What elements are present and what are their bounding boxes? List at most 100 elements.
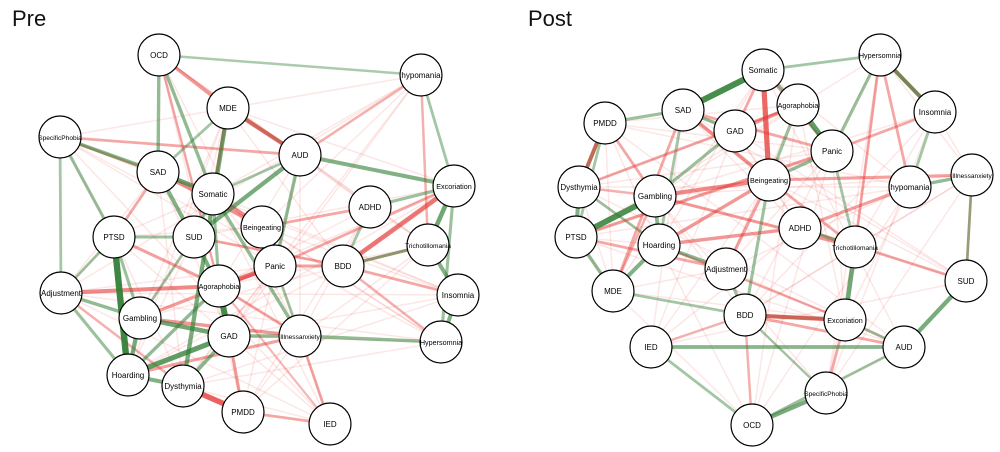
edge-weak bbox=[193, 185, 455, 238]
node-circle bbox=[554, 215, 598, 259]
node-label: GAD bbox=[220, 332, 238, 341]
edge-SAD-Hoarding bbox=[657, 108, 685, 247]
edge-weak bbox=[604, 122, 614, 292]
edge-weak bbox=[725, 150, 833, 270]
node-circle bbox=[118, 296, 162, 340]
edge-Hoarding-Illnessanxiety bbox=[126, 334, 302, 377]
node-Adjustment: Adjustment bbox=[704, 247, 748, 291]
node-circle bbox=[747, 158, 791, 202]
edge-weak bbox=[139, 107, 229, 319]
node-label: Agoraphobia bbox=[778, 101, 819, 110]
edge-weak bbox=[682, 109, 801, 229]
edge-weak bbox=[575, 150, 833, 238]
node-label: Adjustment bbox=[706, 265, 747, 274]
node-Illnessanxiety: Illnessanxiety bbox=[278, 314, 322, 358]
edge-weak bbox=[854, 54, 881, 248]
node-Excoriation: Excoriation bbox=[823, 298, 867, 342]
node-Excoriation: Excoriation bbox=[432, 164, 476, 208]
node-Insomnia: Insomnia bbox=[913, 90, 957, 134]
edge-Hypersomnia-hypomania bbox=[878, 53, 912, 189]
edge-weak bbox=[242, 206, 371, 413]
edge-SpecificPhobia-AUD bbox=[58, 135, 302, 157]
node-circle bbox=[629, 325, 673, 369]
node-circle bbox=[161, 364, 205, 408]
edge-weak bbox=[182, 341, 442, 387]
node-SpecificPhobia: SpecificPhobia bbox=[804, 371, 848, 415]
edge-weak bbox=[60, 292, 459, 296]
node-label: GAD bbox=[726, 127, 744, 136]
node-circle bbox=[253, 244, 297, 288]
node-label: SAD bbox=[675, 106, 692, 115]
node-GAD: GAD bbox=[207, 314, 251, 358]
node-circle bbox=[436, 273, 480, 317]
node-label: Somatic bbox=[749, 66, 778, 75]
node-Insomnia: Insomnia bbox=[436, 273, 480, 317]
node-Dysthymia: Dysthymia bbox=[161, 364, 205, 408]
node-circle bbox=[704, 247, 748, 291]
node-label: Beingeating bbox=[750, 176, 788, 185]
node-circle bbox=[39, 271, 83, 315]
edge-Adjustment-Agoraphobia bbox=[59, 284, 221, 295]
edge-ADHD-SUD bbox=[798, 226, 968, 283]
edge-Excoriation-Hypersomnia bbox=[439, 184, 456, 344]
node-circle bbox=[172, 215, 216, 259]
node-circle bbox=[637, 223, 681, 267]
edge-weak bbox=[578, 150, 833, 188]
edge-AUD-SUD bbox=[191, 152, 303, 240]
node-label: IED bbox=[323, 420, 337, 429]
edge-weak bbox=[654, 111, 936, 197]
node-Hypersomnia: Hypersomnia bbox=[858, 33, 902, 77]
node-label: SUD bbox=[958, 277, 975, 286]
node-label: SAD bbox=[150, 168, 167, 177]
node-circle bbox=[136, 150, 180, 194]
node-ADHD: ADHD bbox=[778, 206, 822, 250]
edge-weak bbox=[854, 174, 973, 248]
edge-weak bbox=[299, 244, 429, 337]
node-Illnessanxiety: Illnessanxiety bbox=[950, 153, 994, 197]
node-Panic: Panic bbox=[253, 244, 297, 288]
edge-weak bbox=[654, 195, 856, 248]
node-label: Panic bbox=[265, 262, 285, 271]
edge-weak bbox=[825, 174, 973, 394]
node-Agoraphobia: Agoraphobia bbox=[776, 83, 820, 127]
edge-IED-Agoraphobia bbox=[217, 284, 332, 426]
edge-AUD-Excoriation bbox=[298, 153, 456, 188]
node-BDD: BDD bbox=[723, 293, 767, 337]
node-label: Trichotillomania bbox=[832, 245, 878, 252]
node-circle bbox=[913, 90, 957, 134]
node-circle bbox=[944, 259, 988, 303]
edge-weak bbox=[60, 292, 331, 425]
node-label: Hypersomnia bbox=[420, 338, 462, 347]
node-Beingeating: Beingeating bbox=[240, 205, 284, 249]
node-label: PMDD bbox=[593, 119, 617, 128]
node-GAD: GAD bbox=[713, 109, 757, 153]
edge-BDD-AUD bbox=[743, 313, 906, 349]
edge-weak bbox=[60, 265, 276, 294]
edge-weak bbox=[797, 104, 846, 321]
node-PTSD: PTSD bbox=[554, 215, 598, 259]
edge-weak bbox=[725, 268, 905, 348]
node-label: Agoraphobia bbox=[199, 282, 240, 291]
edge-weak bbox=[744, 54, 881, 316]
node-label: AUD bbox=[292, 151, 309, 160]
node-label: Dysthymia bbox=[560, 183, 598, 192]
edge-weak bbox=[799, 227, 967, 282]
panel-title-pre: Pre bbox=[12, 6, 47, 31]
node-Trichotillomania: Trichotillomania bbox=[832, 225, 878, 269]
node-PTSD: PTSD bbox=[92, 215, 136, 259]
node-label: Hoarding bbox=[112, 371, 144, 380]
node-PMDD: PMDD bbox=[583, 101, 627, 145]
node-circle bbox=[308, 402, 352, 446]
edge-weak bbox=[218, 206, 371, 287]
edge-weak bbox=[139, 265, 344, 319]
edge-Beingeating-BDD bbox=[743, 178, 771, 317]
edge-weak bbox=[734, 130, 967, 282]
node-Trichotillomania: Trichotillomania bbox=[405, 223, 451, 267]
edge-weak bbox=[127, 236, 195, 376]
edge-PTSD-Hoarding bbox=[110, 233, 132, 379]
node-Dysthymia: Dysthymia bbox=[557, 165, 601, 209]
edge-weak bbox=[228, 335, 331, 425]
edge-weak bbox=[658, 69, 764, 246]
node-Hypersomnia: Hypersomnia bbox=[419, 320, 463, 364]
node-circle bbox=[810, 129, 854, 173]
